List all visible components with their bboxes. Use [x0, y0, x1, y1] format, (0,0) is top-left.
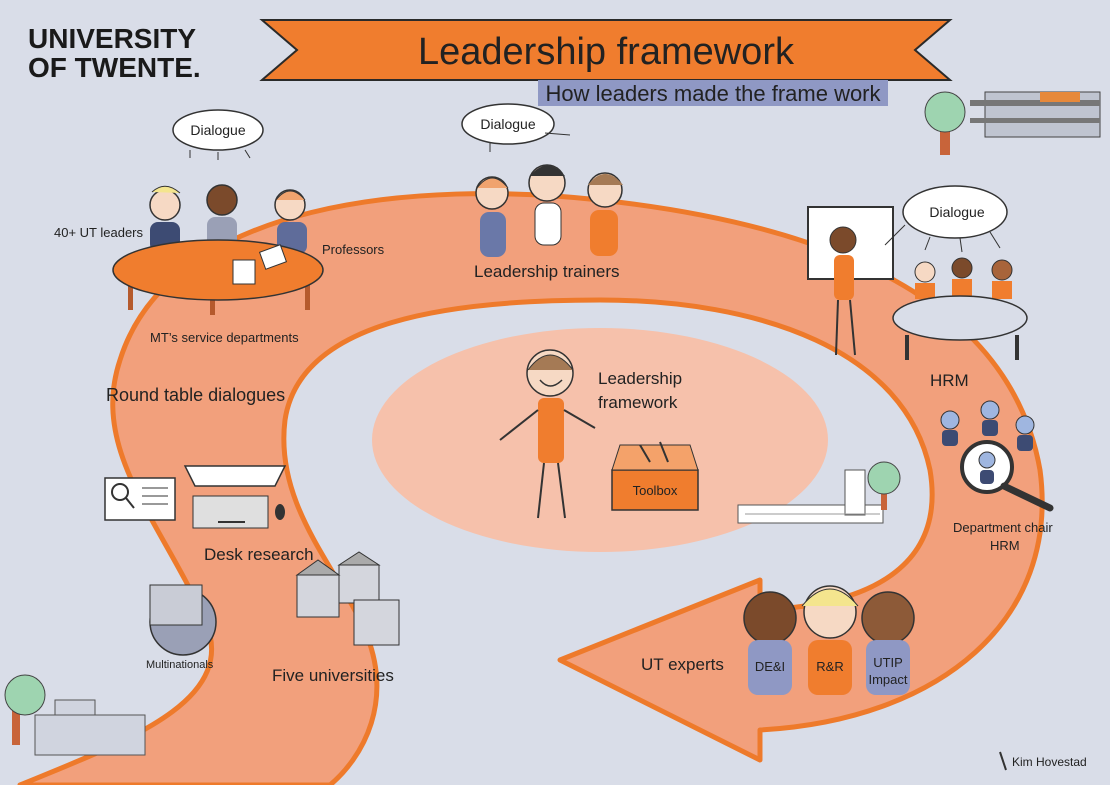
presenter-person: [829, 226, 857, 356]
label-center-1: Leadership: [598, 369, 682, 388]
label-desk-research: Desk research: [204, 545, 314, 564]
magnifier-icon: [960, 440, 1054, 512]
label-toolbox: Toolbox: [633, 483, 678, 498]
dialogue-bubble-hrm: [884, 185, 1008, 253]
hrm-network-people: [940, 400, 1035, 451]
expert-label-utip: UTIP: [873, 655, 903, 670]
expert-label-rr: R&R: [816, 659, 843, 674]
label-center-2: framework: [598, 393, 678, 412]
label-five-universities: Five universities: [272, 666, 394, 685]
label-ut-experts: UT experts: [641, 655, 724, 674]
toolbox-icon: [611, 441, 699, 511]
hrm-table: [892, 257, 1028, 360]
label-mt-service: MT’s service departments: [150, 330, 299, 345]
universities-icon: [295, 551, 400, 646]
computer-icon: [183, 465, 287, 529]
subtitle: How leaders made the frame work: [545, 81, 881, 106]
bubble-text-trainers: Dialogue: [480, 116, 535, 132]
expert-label-impact: Impact: [868, 672, 907, 687]
expert-label-dei: DE&I: [755, 659, 785, 674]
globe-icon: [149, 584, 217, 656]
center-ellipse: [372, 328, 828, 552]
dialogue-bubble-trainers: [461, 103, 571, 152]
bubble-text-roundtable: Dialogue: [190, 122, 245, 138]
tree-icon: [924, 91, 966, 155]
subtitle-bar: [538, 80, 888, 106]
center-person: [499, 349, 596, 519]
label-ut-leaders: 40+ UT leaders: [54, 225, 144, 240]
bottom-campus-icon: [4, 674, 146, 756]
label-trainers: Leadership trainers: [474, 262, 620, 281]
campus-building-icon: [737, 461, 901, 524]
title-banner: Leadership framework: [259, 19, 953, 81]
dialogue-bubble-roundtable: [172, 109, 264, 160]
label-round-table: Round table dialogues: [106, 385, 285, 405]
bubble-text-hrm: Dialogue: [929, 204, 984, 220]
round-table-people: [149, 184, 307, 254]
label-multinationals: Multinationals: [146, 659, 214, 671]
expert-people: [743, 585, 915, 695]
logo-line-2: OF TWENTE.: [28, 52, 201, 83]
label-dept-chair-2: HRM: [990, 538, 1020, 553]
building-icon: [970, 91, 1101, 138]
trainer-people: [475, 164, 623, 257]
label-hrm: HRM: [930, 371, 969, 390]
logo-line-1: UNIVERSITY: [28, 23, 196, 54]
label-professors: Professors: [322, 242, 385, 257]
signature: Kim Hovestad: [1012, 755, 1087, 769]
pencil-icon: [999, 751, 1007, 771]
document-icon: [104, 477, 176, 521]
label-dept-chair-1: Department chair: [953, 520, 1053, 535]
round-table: [112, 239, 324, 315]
title: Leadership framework: [418, 31, 795, 73]
